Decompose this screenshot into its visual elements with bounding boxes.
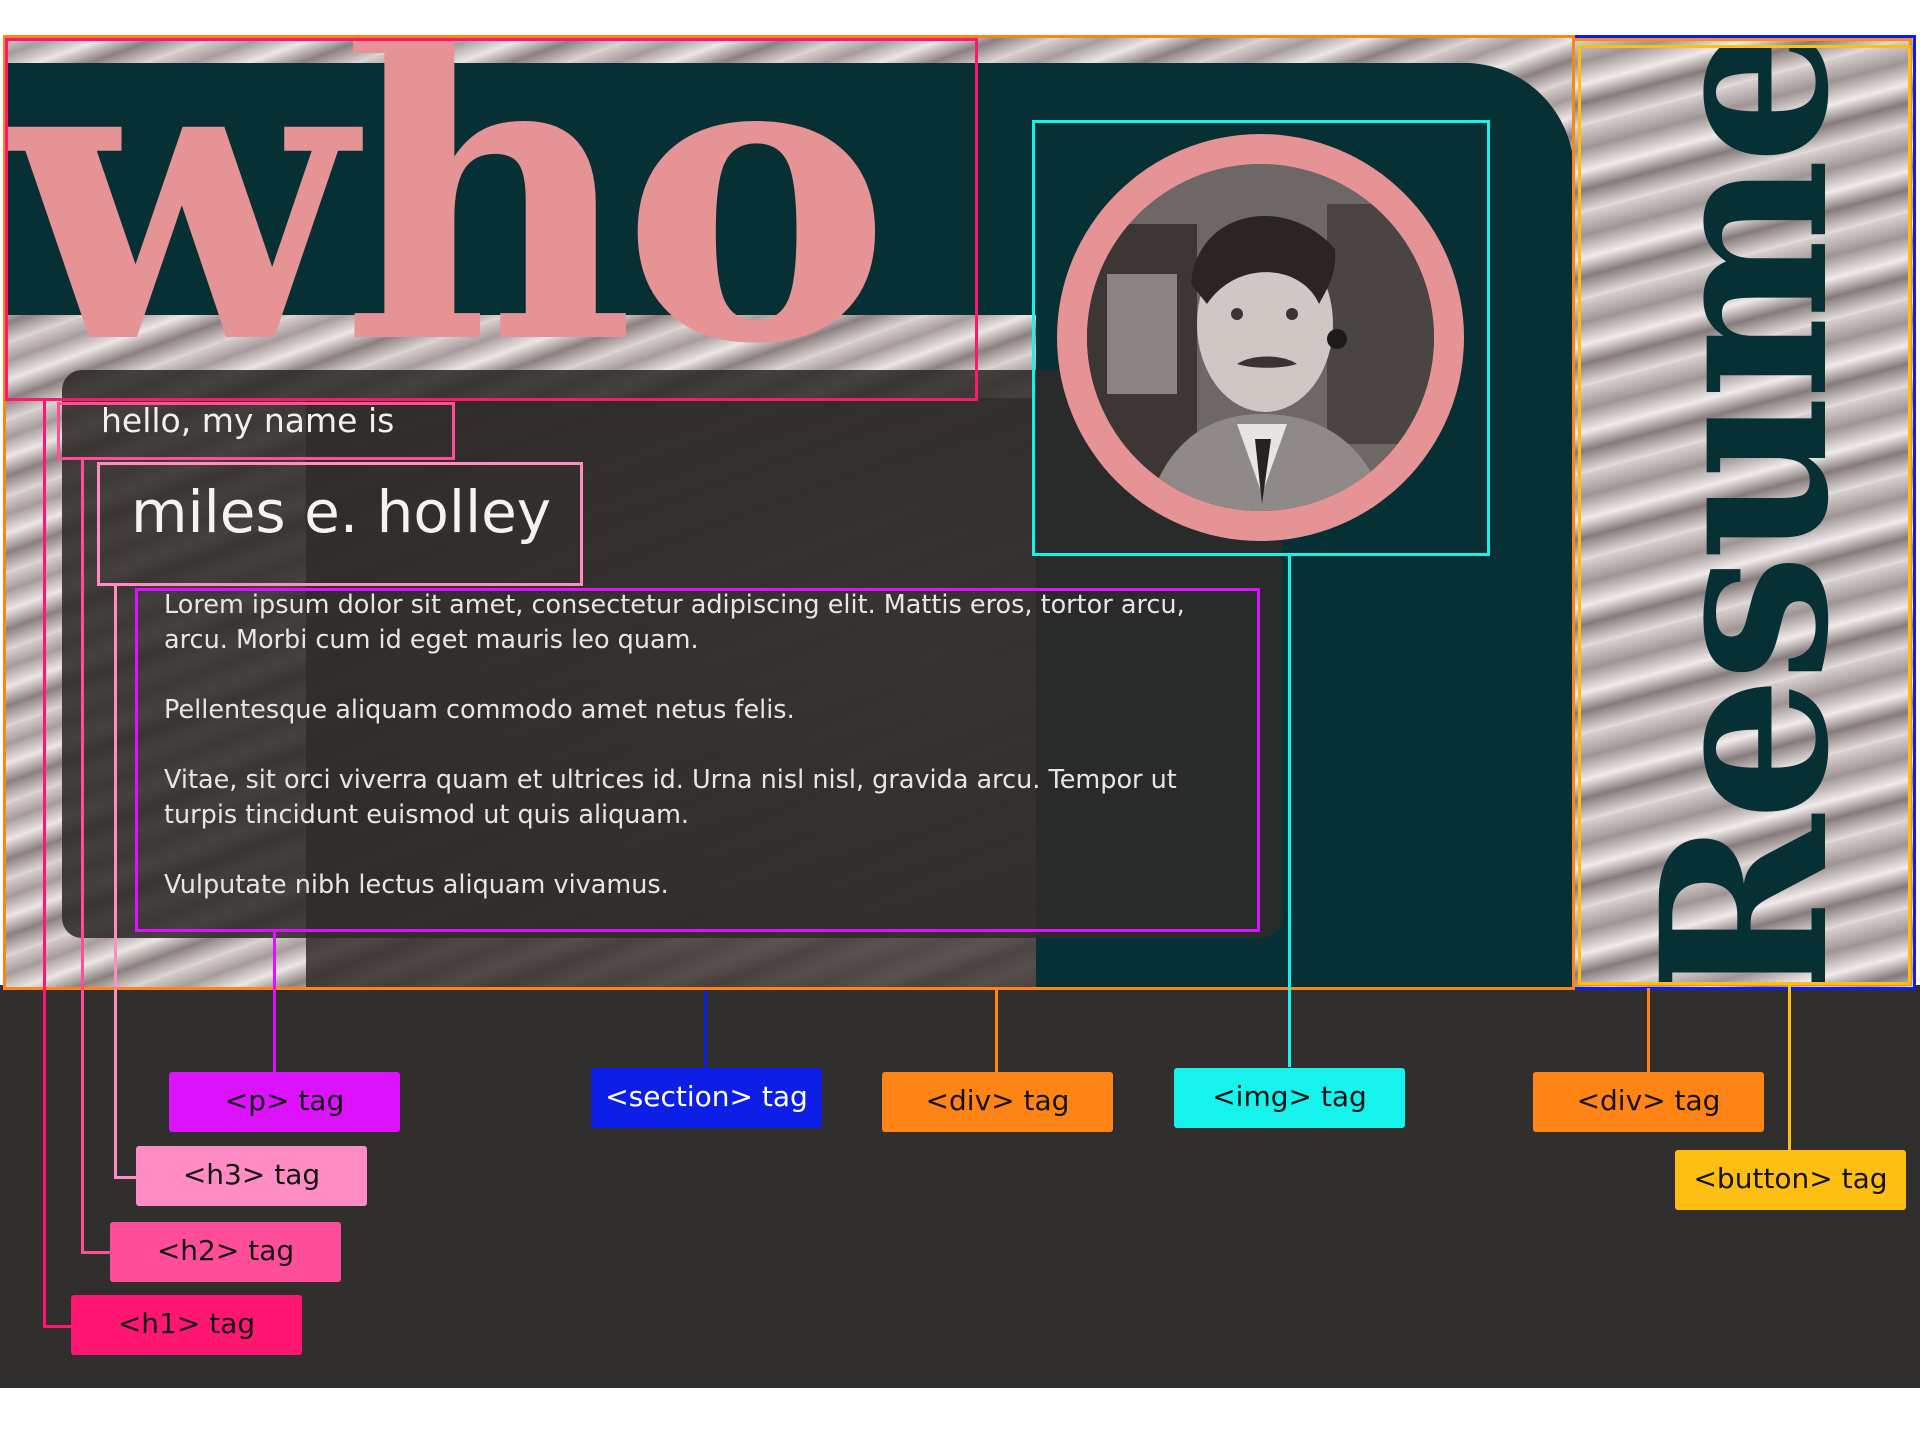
section-tag-label: <section> tag	[591, 1068, 822, 1128]
bio-line-3: Vitae, sit orci viverra quam et ultrices…	[164, 765, 1177, 830]
person-name: miles e. holley	[131, 478, 552, 546]
img-connector	[1288, 555, 1291, 1067]
button-tag-label: <button> tag	[1675, 1150, 1906, 1210]
h3-outline	[97, 462, 583, 586]
h3-connector-foot	[114, 1176, 139, 1179]
h1-connector-foot	[43, 1325, 73, 1328]
p-connector	[273, 931, 276, 1074]
img-outline	[1032, 120, 1490, 556]
avatar	[1087, 164, 1434, 511]
h3-tag-label: <h3> tag	[136, 1146, 367, 1206]
img-tag-label: <img> tag	[1174, 1068, 1405, 1128]
resume-button[interactable]: Resume	[1578, 45, 1911, 985]
div-connector	[995, 990, 998, 1072]
h3-connector	[114, 585, 117, 1179]
resume-button-label: Resume	[1610, 45, 1879, 985]
bio-line-4: Vulputate nibh lectus aliquam vivamus.	[164, 870, 669, 900]
div-tag-label: <div> tag	[882, 1072, 1113, 1132]
section-connector	[704, 990, 707, 1068]
h1-outline	[5, 38, 978, 401]
hero-title: who	[6, 35, 891, 433]
h2-connector	[81, 459, 84, 1254]
h2-outline	[57, 402, 455, 460]
bio-line-1: Lorem ipsum dolor sit amet, consectetur …	[164, 590, 1185, 655]
div2-connector	[1647, 988, 1650, 1072]
button-connector	[1788, 985, 1791, 1152]
portrait-illustration	[1087, 164, 1434, 511]
div-outline-main	[3, 35, 1575, 990]
resume-panel	[1572, 38, 1912, 986]
h1-connector	[43, 400, 46, 1328]
bio-paragraph: Lorem ipsum dolor sit amet, consectetur …	[164, 588, 1244, 938]
greeting-text: hello, my name is	[101, 401, 395, 440]
bio-line-2: Pellentesque aliquam commodo amet netus …	[164, 695, 795, 725]
h2-connector-foot	[81, 1251, 111, 1254]
p-tag-label: <p> tag	[169, 1072, 400, 1132]
div2-tag-label: <div> tag	[1533, 1072, 1764, 1132]
h1-tag-label: <h1> tag	[71, 1295, 302, 1355]
p-outline	[135, 588, 1260, 932]
h2-tag-label: <h2> tag	[110, 1222, 341, 1282]
